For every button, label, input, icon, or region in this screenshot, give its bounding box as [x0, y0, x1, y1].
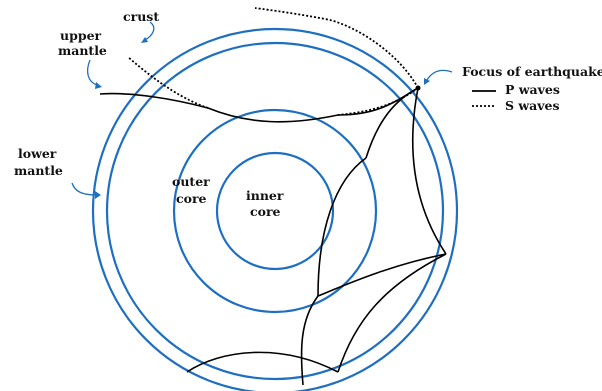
crust-mantle-boundary: [105, 41, 445, 381]
focus-label: Focus of earthquake: [462, 64, 602, 79]
lower-mantle-arrowhead: [95, 191, 101, 199]
p-wave-path: [365, 87, 419, 159]
lower-mantle-label-line1: lower: [18, 146, 57, 161]
label-arrows: [71, 21, 453, 199]
outer-core-label-line2: core: [176, 191, 207, 206]
core-mantle-boundary: [172, 108, 378, 314]
lower-mantle-arrow: [71, 182, 97, 196]
inner-core-label-line1: inner: [246, 188, 284, 203]
crust-arrowhead: [141, 37, 148, 43]
focus-arrowhead: [424, 78, 430, 85]
p-wave-path: [317, 157, 367, 297]
p-wave-paths: [99, 87, 447, 386]
focus-arrow: [426, 69, 453, 81]
inner-core-label-line2: core: [250, 204, 281, 219]
earth-layers: [91, 27, 459, 391]
outer-core-label-line1: outer: [172, 174, 210, 189]
s-waves-legend-label: S waves: [505, 98, 560, 113]
p-wave-path: [317, 253, 447, 297]
upper-mantle-arrow: [86, 59, 98, 86]
earthquake-focus-marker: [415, 85, 421, 91]
p-wave-path: [186, 351, 339, 373]
crust-outer-boundary: [91, 27, 459, 391]
p-wave-path: [99, 87, 419, 123]
s-wave-path: [127, 56, 209, 109]
p-wave-path: [337, 253, 447, 373]
upper-mantle-arrowhead: [95, 82, 102, 89]
upper-mantle-label-line2: mantle: [58, 43, 107, 58]
s-wave-path: [254, 7, 419, 89]
p-wave-path: [300, 295, 319, 386]
crust-label: crust: [123, 9, 159, 24]
lower-mantle-label-line2: mantle: [14, 163, 63, 178]
p-wave-path: [412, 87, 447, 255]
layer-labels: crust upper mantle lower mantle outer co…: [14, 9, 284, 219]
legend: Focus of earthquake P waves S waves: [462, 64, 602, 113]
p-waves-legend-label: P waves: [505, 82, 560, 97]
inner-core-boundary: [215, 151, 335, 271]
crust-arrow: [144, 21, 155, 41]
upper-mantle-label-line1: upper: [60, 28, 102, 43]
s-wave-path: [337, 87, 419, 116]
